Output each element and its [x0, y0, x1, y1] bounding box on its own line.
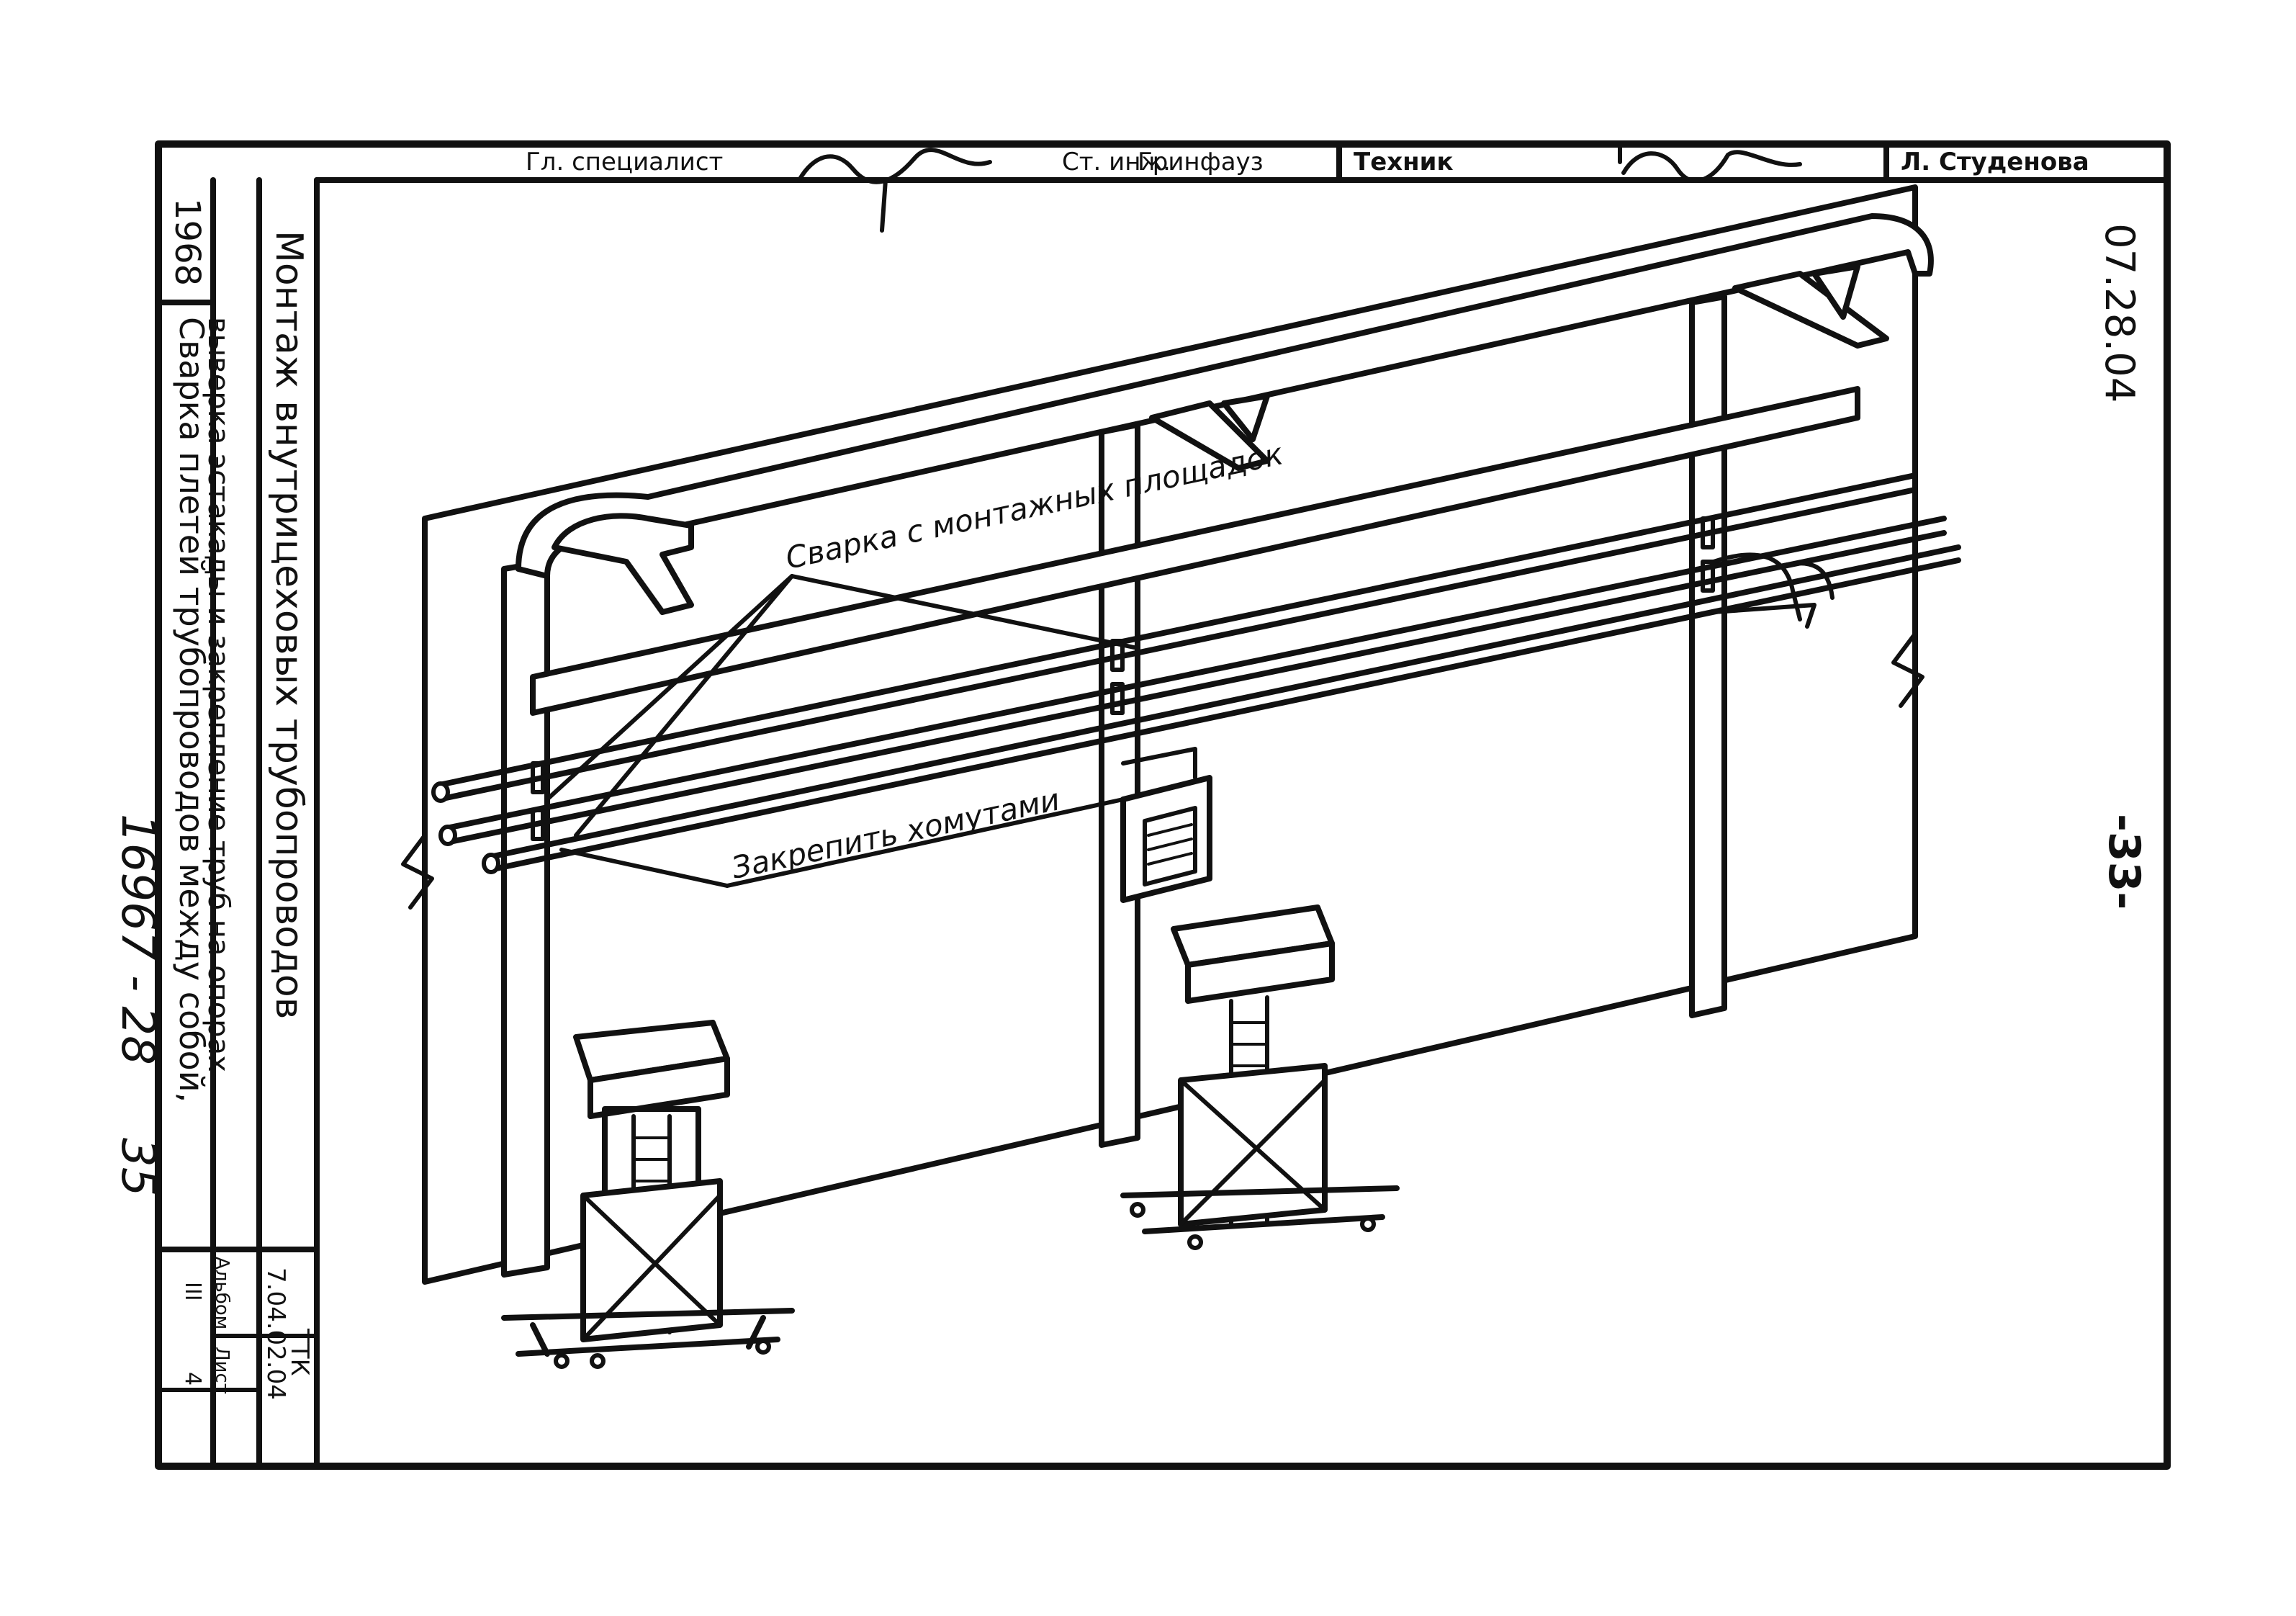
rack-beam	[530, 386, 1860, 716]
title-main: Монтаж внутрицеховых трубопроводов	[267, 230, 310, 1019]
subtitle-line-2: выверка эстакады и закрепление труб на о…	[202, 317, 235, 1072]
signature-2	[1618, 142, 1802, 184]
mobile-platform-right	[1120, 904, 1400, 1250]
archive-page: 35	[111, 1138, 164, 1196]
control-cabinet	[1120, 747, 1212, 903]
header-cell-3: Гринфауз	[1138, 148, 1264, 176]
album-label: Альбом	[211, 1257, 233, 1329]
header-cell-2: Ст. инж.	[1062, 148, 1171, 176]
signature-1	[797, 148, 992, 233]
sheet-value: 4	[180, 1372, 205, 1386]
year-label: 1968	[167, 198, 207, 286]
ttk-label: ТТК	[285, 1328, 314, 1376]
header-cell-1: Гл. специалист	[526, 148, 723, 176]
page-number: -33-	[2099, 814, 2149, 910]
signature-strip: Гл. специалист Ст. инж. Гринфауз Техник …	[526, 141, 2089, 233]
pipe-clamps	[531, 516, 1715, 841]
title-block: 1968 Монтаж внутрицеховых трубопроводов …	[156, 177, 320, 1469]
archive-number: 16967 - 28	[111, 814, 164, 1065]
header-cell-4: Техник	[1354, 148, 1454, 176]
sheet-label: Лист	[211, 1347, 233, 1394]
document-code: 07.28.04	[2096, 223, 2143, 403]
pipeline-illustration	[401, 184, 1961, 1369]
pipelines	[431, 472, 1961, 874]
leader-lines	[545, 574, 1140, 888]
ttk-code: 7.04.02.04	[261, 1267, 290, 1400]
header-cell-5: Л. Студенова	[1901, 148, 2089, 176]
album-value: III	[180, 1282, 205, 1301]
mobile-platform-left	[501, 1020, 795, 1369]
rack-brackets	[1149, 264, 1889, 471]
subtitle-line-1: Сварка плетей трубопроводов между собой,	[172, 317, 211, 1103]
